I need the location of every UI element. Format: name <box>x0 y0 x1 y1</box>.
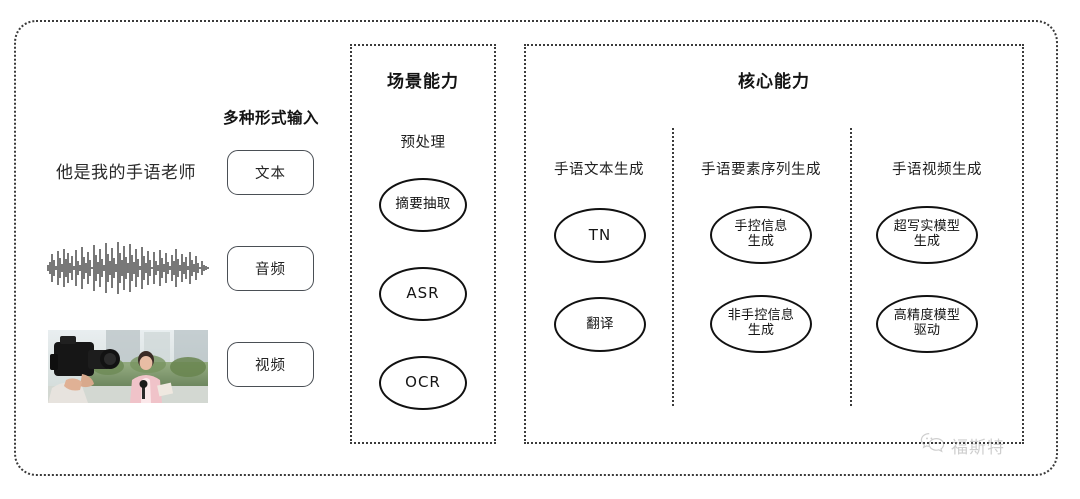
core-node-manual-line-1: 手控信息 <box>734 219 788 235</box>
core-capability-panel <box>524 44 1024 444</box>
input-type-button-audio[interactable]: 音频 <box>227 246 314 291</box>
core-column-label-sign-element-sequence-generation: 手语要素序列生成 <box>701 162 821 178</box>
core-node-translation[interactable]: 翻译 <box>554 297 646 352</box>
input-type-button-text[interactable]: 文本 <box>227 150 314 195</box>
core-node-manual-line-2: 生成 <box>747 234 775 249</box>
input-type-button-video[interactable]: 视频 <box>227 342 314 387</box>
waveform-icon <box>44 240 212 296</box>
core-capability-title: 核心能力 <box>738 72 810 92</box>
core-node-tn[interactable]: TN <box>554 208 646 263</box>
watermark: 福斯特 <box>920 432 1005 458</box>
core-node-non-manual-line-2: 生成 <box>747 323 775 338</box>
core-node-photoreal-line-1: 超写实模型 <box>893 219 961 235</box>
core-column-divider-2 <box>850 128 852 406</box>
core-node-photorealistic-model-generation[interactable]: 超写实模型 生成 <box>876 206 978 264</box>
scene-capability-panel <box>350 44 496 444</box>
core-node-manual-feature-generation[interactable]: 手控信息 生成 <box>710 206 812 264</box>
watermark-text: 福斯特 <box>951 437 1005 458</box>
core-node-high-precision-model-driving[interactable]: 高精度模型 驱动 <box>876 295 978 353</box>
core-node-non-manual-feature-generation[interactable]: 非手控信息 生成 <box>710 295 812 353</box>
input-column-title: 多种形式输入 <box>222 109 319 127</box>
diagram-outer-frame <box>14 20 1058 476</box>
scene-group-label-preprocess: 预处理 <box>400 135 446 151</box>
sample-input-text: 他是我的手语老师 <box>56 163 196 183</box>
scene-node-asr[interactable]: ASR <box>379 267 467 321</box>
core-node-high-precision-line-1: 高精度模型 <box>893 308 961 324</box>
video-thumbnail-icon <box>48 330 208 403</box>
wechat-icon <box>920 432 946 458</box>
core-node-high-precision-line-2: 驱动 <box>913 323 941 338</box>
scene-node-ocr[interactable]: OCR <box>379 356 467 410</box>
core-column-divider-1 <box>672 128 674 406</box>
core-node-non-manual-line-1: 非手控信息 <box>727 308 795 324</box>
core-column-label-sign-video-generation: 手语视频生成 <box>892 162 982 178</box>
core-node-photoreal-line-2: 生成 <box>913 234 941 249</box>
core-column-label-sign-text-generation: 手语文本生成 <box>554 162 644 178</box>
scene-node-summary-extraction[interactable]: 摘要抽取 <box>379 178 467 232</box>
scene-capability-title: 场景能力 <box>387 72 459 92</box>
